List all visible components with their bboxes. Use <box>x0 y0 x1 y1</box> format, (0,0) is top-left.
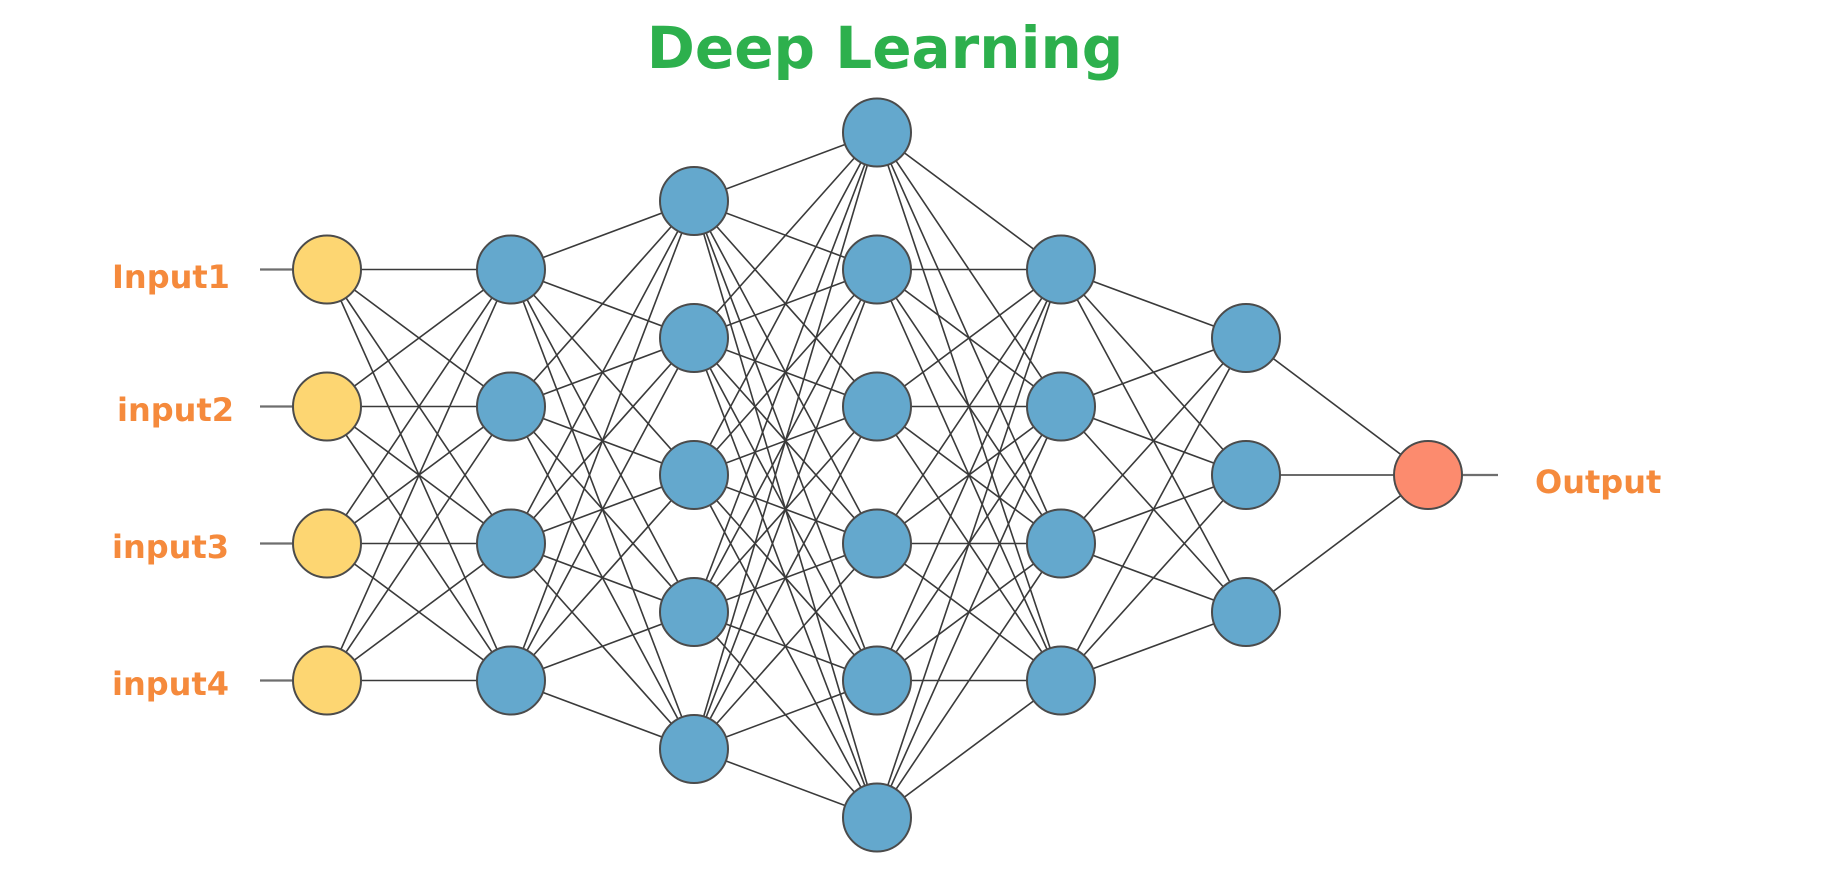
hidden-neuron-l5-1 <box>1026 234 1096 305</box>
hidden-neuron-l3-3 <box>659 440 729 510</box>
hidden-neuron-l2-4 <box>476 645 546 716</box>
hidden-neuron-l5-4 <box>1026 645 1096 716</box>
hidden-neuron-l6-1 <box>1211 303 1281 373</box>
hidden-neuron-l4-6 <box>842 782 912 853</box>
hidden-neuron-l4-3 <box>842 371 912 442</box>
edge-l3-5-to-l4-3 <box>693 406 878 750</box>
edge-l3-5-to-l4-4 <box>693 542 878 750</box>
hidden-neuron-l4-5 <box>842 645 912 716</box>
edge-l3-5-to-l4-1 <box>693 132 878 750</box>
hidden-neuron-l6-2 <box>1211 440 1281 510</box>
edge-l2-4-to-l3-3 <box>510 474 695 682</box>
input-label-4: input4 <box>112 665 229 703</box>
input-neuron-3 <box>292 508 362 579</box>
edge-l1-4-to-l2-1 <box>326 269 512 681</box>
neurons <box>292 97 1463 853</box>
edge-l4-1-to-l5-1 <box>876 131 1062 271</box>
hidden-neuron-l4-4 <box>842 508 912 579</box>
edge-l1-4-to-l2-3 <box>326 542 512 682</box>
edge-l3-4-to-l4-1 <box>693 132 878 613</box>
hidden-neuron-l6-3 <box>1211 577 1281 647</box>
io-labels: Input1 input2 input3 input4 Output <box>112 258 1661 703</box>
input-label-2: input2 <box>117 391 234 429</box>
hidden-neuron-l4-1 <box>842 97 912 168</box>
edge-l4-6-to-l5-2 <box>876 406 1062 818</box>
edge-l4-4-to-l5-1 <box>876 269 1062 544</box>
edge-l3-2-to-l4-1 <box>693 131 878 339</box>
edge-l2-2-to-l3-1 <box>510 200 695 408</box>
edge-l4-6-to-l5-1 <box>876 269 1062 818</box>
edge-l1-3-to-l2-1 <box>326 269 512 544</box>
edge-l2-4-to-l3-2 <box>510 337 695 681</box>
hidden-neuron-l3-1 <box>659 166 729 236</box>
edge-l2-4-to-l3-1 <box>510 200 695 681</box>
output-label: Output <box>1535 463 1661 501</box>
edge-l5-4-to-l6-2 <box>1060 474 1247 682</box>
hidden-neuron-l4-2 <box>842 234 912 305</box>
input-neuron-4 <box>292 645 362 716</box>
edge-l3-5-to-l4-2 <box>693 269 878 750</box>
input-neuron-1 <box>292 234 362 305</box>
edge-l4-6-to-l5-3 <box>876 543 1062 818</box>
io-stubs <box>260 268 1498 682</box>
output-neuron <box>1393 440 1463 510</box>
input-neuron-2 <box>292 371 362 442</box>
hidden-neuron-l5-2 <box>1026 371 1096 442</box>
edge-l5-3-to-l6-1 <box>1060 337 1247 545</box>
hidden-neuron-l3-4 <box>659 577 729 647</box>
hidden-neuron-l2-3 <box>476 508 546 579</box>
edge-l4-3-to-l5-1 <box>876 268 1062 408</box>
hidden-neuron-l2-2 <box>476 371 546 442</box>
hidden-neuron-l3-5 <box>659 714 729 784</box>
edge-l3-3-to-l4-1 <box>693 132 878 476</box>
diagram-title: Deep Learning <box>647 14 1124 82</box>
hidden-neuron-l3-2 <box>659 303 729 373</box>
edge-l6-3-to-l7-1 <box>1245 474 1429 613</box>
input-label-1: Input1 <box>112 258 230 296</box>
edge-l4-5-to-l5-1 <box>876 269 1062 681</box>
hidden-neuron-l5-3 <box>1026 508 1096 579</box>
edge-l6-1-to-l7-1 <box>1245 337 1429 476</box>
edge-l2-3-to-l3-1 <box>510 200 695 544</box>
input-label-3: input3 <box>112 528 229 566</box>
edge-l1-2-to-l2-1 <box>326 268 512 408</box>
edge-l5-4-to-l6-1 <box>1060 337 1247 681</box>
edge-l1-4-to-l2-2 <box>326 406 512 681</box>
hidden-neuron-l2-1 <box>476 234 546 305</box>
edge-l4-6-to-l5-4 <box>876 679 1062 819</box>
